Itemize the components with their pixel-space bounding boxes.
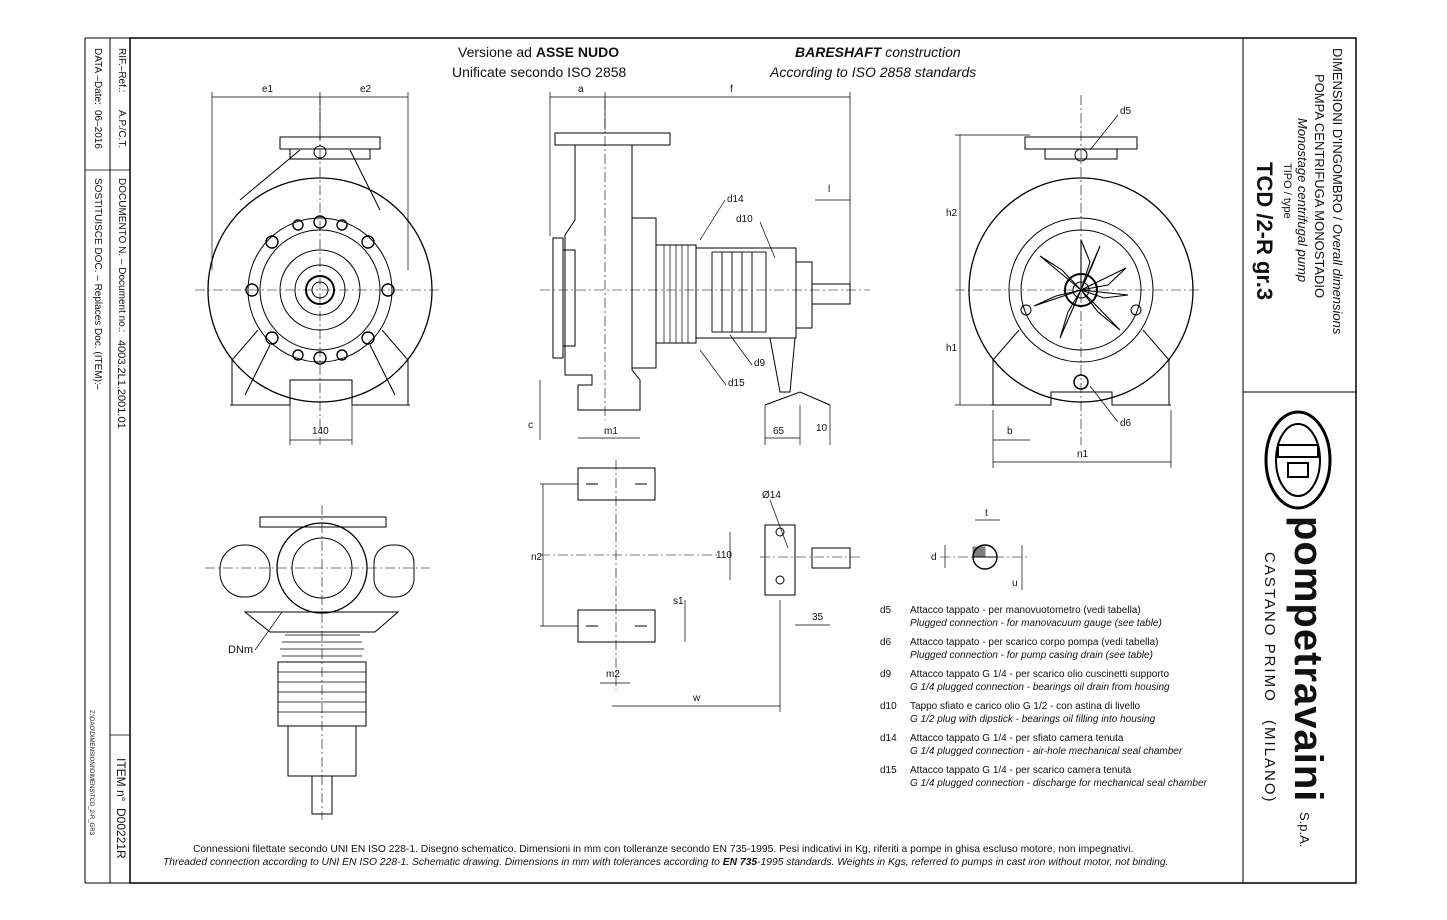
dim-u: u: [1012, 578, 1018, 589]
header-it-line1: Versione ad ASSE NUDO: [458, 44, 620, 60]
dim-e1: e1: [262, 84, 274, 95]
dim-n1: n1: [1077, 449, 1089, 460]
front-view-drawing: [195, 95, 440, 445]
foundation-detail-drawing: [540, 460, 860, 690]
dim-l: l: [828, 184, 831, 195]
dim-65: 65: [773, 426, 785, 437]
header-en-line1: BARESHAFT construction: [795, 44, 961, 60]
footer-note-en: Threaded connection according to UNI EN …: [163, 857, 1169, 868]
company-logo-icon: [1264, 410, 1332, 510]
dim-10: 10: [816, 423, 828, 434]
legend-item-d10: d10 Tappo sfiato e carico olio G 1/2 - c…: [880, 701, 1156, 725]
side-view-drawing: [540, 100, 870, 420]
dim-n2: n2: [531, 552, 543, 563]
dim-m2: m2: [606, 669, 620, 680]
dim-phi14: Ø14: [762, 490, 781, 501]
dim-h2: h2: [946, 208, 958, 219]
legend-item-d5: d5 Attacco tappato - per manovuotometro …: [880, 605, 1162, 629]
legend-item-d14: d14 Attacco tappato G 1/4 - per sfiato c…: [880, 733, 1183, 757]
dim-a: a: [578, 84, 584, 95]
dim-d: d: [931, 552, 937, 563]
dim-e2: e2: [360, 84, 372, 95]
dim-f: f: [730, 84, 733, 95]
dim-c: c: [528, 420, 533, 431]
dimension-lines: [211, 92, 1172, 712]
dim-h1: h1: [946, 343, 958, 354]
legend-item-d6: d6 Attacco tappato - per scarico corpo p…: [880, 637, 1159, 661]
header-en-line2: According to ISO 2858 standards: [770, 64, 977, 80]
back-view-drawing: [955, 95, 1200, 445]
dim-35: 35: [812, 612, 824, 623]
dim-b: b: [1007, 426, 1013, 437]
dim-w: w: [693, 693, 701, 704]
label-d15: d15: [728, 378, 745, 389]
leader-lines: [254, 114, 1119, 651]
dim-m1: m1: [604, 426, 618, 437]
label-d6: d6: [1120, 418, 1132, 429]
footer-note-it: Connessioni filettate secondo UNI EN ISO…: [193, 844, 1134, 855]
dim-t: t: [985, 508, 988, 519]
dim-140: 140: [312, 426, 329, 437]
label-d9: d9: [754, 358, 766, 369]
label-dnm: DNm: [228, 644, 254, 656]
label-d14: d14: [727, 194, 744, 205]
legend-item-d9: d9 Attacco tappato G 1/4 - per scarico o…: [880, 669, 1170, 693]
key-detail-drawing: [940, 544, 1030, 570]
dim-110: 110: [716, 550, 732, 561]
top-view-drawing: [205, 505, 430, 820]
label-d5: d5: [1120, 106, 1132, 117]
header-it-line2: Unificate secondo ISO 2858: [452, 64, 627, 80]
dim-s1: s1: [673, 596, 684, 607]
label-d10: d10: [736, 214, 753, 225]
legend-item-d15: d15 Attacco tappato G 1/4 - per scarico …: [880, 765, 1207, 789]
